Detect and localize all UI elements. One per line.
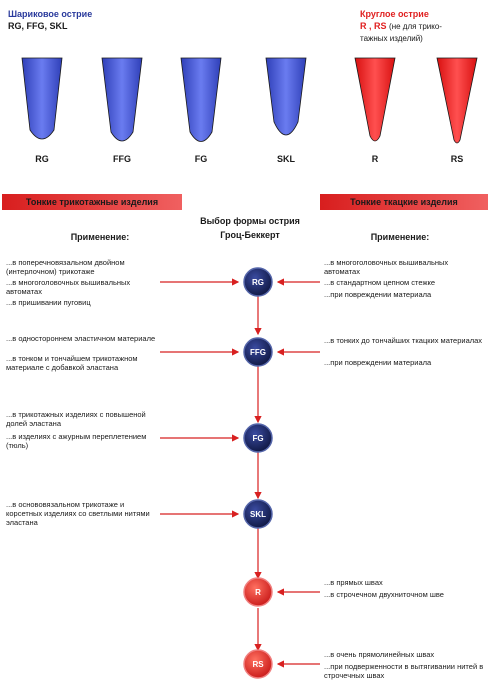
knit-fabrics-bar: Тонкие трикотажные изделия	[2, 194, 182, 210]
round-point-codes: R , RS	[360, 21, 387, 31]
left-item-2: ...в многоголовочных вышивальных автомат…	[6, 278, 131, 296]
node-r-label: R	[255, 588, 261, 597]
tip-r-shape	[354, 57, 396, 142]
tip-label-rs: RS	[450, 154, 464, 164]
tip-ffg-shape	[101, 57, 143, 142]
right-item-7: ...в строчечном двухниточном шве	[324, 590, 444, 599]
needle-tips-illustration	[21, 57, 478, 144]
left-application-heading: Применение:	[70, 232, 130, 242]
round-point-note-2: тажных изделий)	[360, 34, 423, 43]
node-ffg-label: FFG	[250, 348, 266, 357]
node-rg-label: RG	[252, 278, 264, 287]
node-fg-label: FG	[252, 434, 263, 443]
node-rs: RS	[243, 649, 273, 679]
left-item-7: ...в изделиях с ажурным переплетением (т…	[6, 432, 147, 450]
tip-rs-shape	[436, 57, 478, 144]
tip-skl-shape	[265, 57, 307, 136]
ball-point-header: Шариковое острие RG, FFG, SKL	[8, 8, 92, 32]
tip-label-r: R	[371, 154, 379, 164]
center-heading: Выбор формы острия Гроц-Беккерт	[185, 214, 315, 242]
tip-label-skl: SKL	[277, 154, 295, 164]
left-item-5: ...в тонком и тончайшем трикотажном мате…	[6, 354, 138, 372]
right-item-2: ...в стандартном цепном стежке	[324, 278, 436, 287]
right-application-heading: Применение:	[370, 232, 430, 242]
node-skl: SKL	[243, 499, 273, 529]
left-item-8: ...в основовязальном трикотаже и корсетн…	[6, 500, 150, 527]
left-item-3: ...в пришивании пуговиц	[6, 298, 91, 307]
right-item-5: ...при повреждении материала	[324, 358, 432, 367]
node-r: R	[243, 577, 273, 607]
right-item-3: ...при повреждении материала	[324, 290, 432, 299]
round-point-note: (не для трико-	[389, 22, 442, 31]
tip-fg-shape	[180, 57, 222, 142]
center-heading-line1: Выбор формы острия	[200, 216, 300, 226]
ball-point-codes: RG, FFG, SKL	[8, 21, 68, 31]
right-item-4: ...в тонких до тончайших ткацких материа…	[324, 336, 483, 345]
right-item-1: ...в многоголовочных вышивальных автомат…	[324, 258, 449, 276]
tip-label-fg: FG	[194, 154, 208, 164]
round-point-title: Круглое острие	[360, 9, 429, 19]
node-rs-label: RS	[252, 660, 264, 669]
left-item-4: ...в одностороннем эластичном материале	[6, 334, 156, 343]
center-heading-line2: Гроц-Беккерт	[220, 230, 280, 240]
right-item-6: ...в прямых швах	[324, 578, 383, 587]
node-fg: FG	[243, 423, 273, 453]
ball-point-title: Шариковое острие	[8, 9, 93, 19]
left-item-1: ...в поперечновязальном двойном (интерло…	[6, 258, 125, 276]
right-item-9: ...при подверженности в вытягивании ните…	[324, 662, 484, 680]
node-ffg: FFG	[243, 337, 273, 367]
left-item-6: ...в трикотажных изделиях с повышеной до…	[6, 410, 146, 428]
tip-rg-shape	[21, 57, 63, 140]
tip-label-ffg: FFG	[113, 154, 131, 164]
right-item-8: ...в очень прямолинейных швах	[324, 650, 435, 659]
node-rg: RG	[243, 267, 273, 297]
woven-fabrics-bar: Тонкие ткацкие изделия	[320, 194, 488, 210]
node-skl-label: SKL	[250, 510, 266, 519]
tip-label-rg: RG	[35, 154, 49, 164]
round-point-header: Круглое острие R , RS (не для трико- таж…	[360, 8, 488, 45]
